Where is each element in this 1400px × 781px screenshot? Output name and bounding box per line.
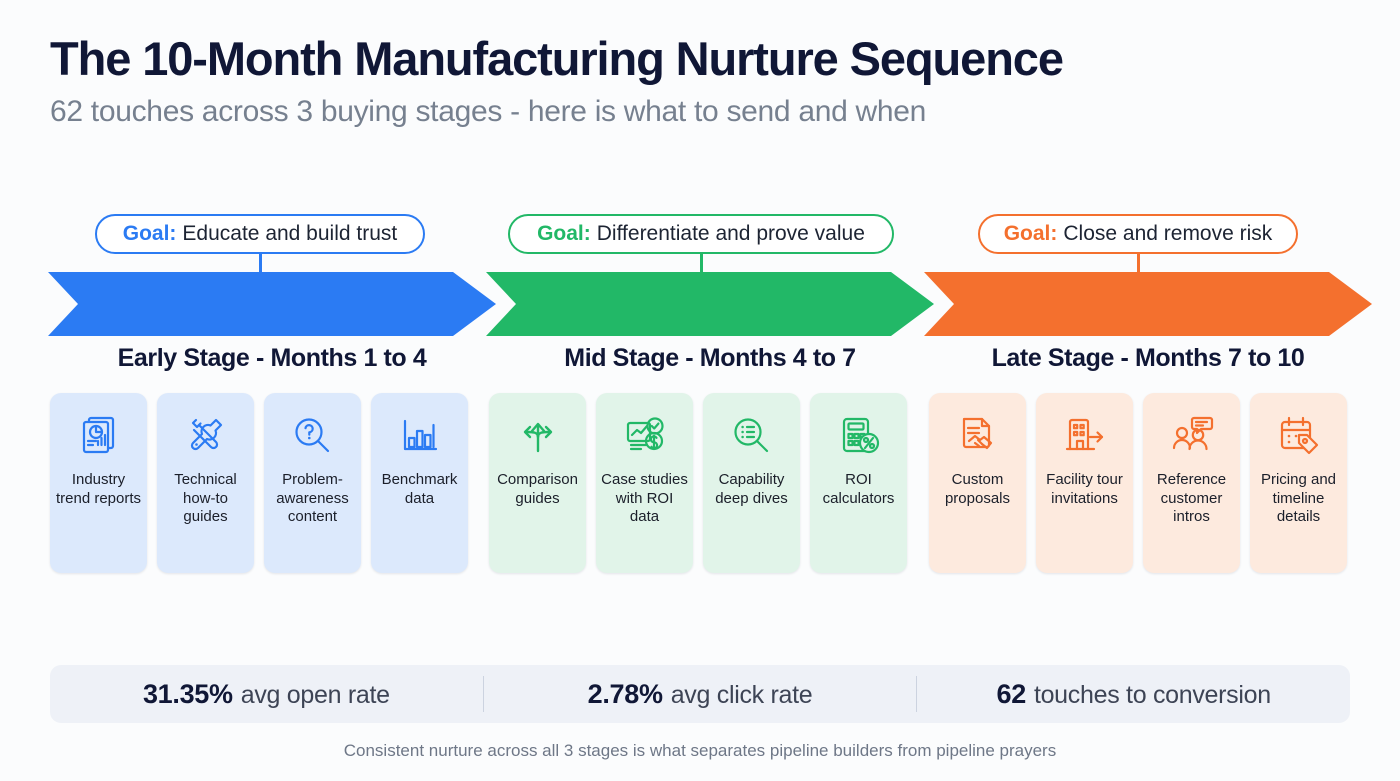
- card-label: Case studies with ROI data: [601, 471, 688, 525]
- connector-early: [259, 252, 262, 278]
- page-subtitle: 62 touches across 3 buying stages - here…: [50, 95, 927, 129]
- document-handshake-icon: [955, 413, 1001, 459]
- chart-check-dollar-icon: [622, 413, 668, 459]
- stat-value: 2.78%: [587, 678, 663, 709]
- content-card-technical-how-to-guides[interactable]: Technical how-to guides: [157, 393, 254, 573]
- stage-label-early: Early Stage - Months 1 to 4: [117, 344, 427, 372]
- building-arrow-icon: [1062, 413, 1108, 459]
- header: The 10-Month Manufacturing Nurture Seque…: [50, 32, 1064, 129]
- stage-label-mid: Mid Stage - Months 4 to 7: [564, 344, 856, 372]
- card-label: Pricing and timeline details: [1260, 471, 1337, 525]
- card-label: Technical how-to guides: [174, 471, 237, 525]
- goal-badge-early: Goal: Educate and build trust: [95, 214, 425, 254]
- content-card-reference-customer-intros[interactable]: Reference customer intros: [1143, 393, 1240, 573]
- card-label: Reference customer intros: [1156, 471, 1227, 525]
- list-magnifier-icon: [729, 413, 775, 459]
- goal-badge-late: Goal: Close and remove risk: [978, 214, 1298, 254]
- content-card-capability-deep-dives[interactable]: Capability deep dives: [703, 393, 800, 573]
- content-card-industry-trend-reports[interactable]: Industry trend reports: [50, 393, 147, 573]
- document-pie-chart-icon: [76, 413, 122, 459]
- goal-text-early: Educate and build trust: [182, 222, 398, 245]
- calendar-tag-icon: [1276, 413, 1322, 459]
- goal-label-early: Goal:: [122, 222, 177, 245]
- connector-late: [1137, 252, 1140, 278]
- content-card-case-studies-with-roi-data[interactable]: Case studies with ROI data: [596, 393, 693, 573]
- stat-label: avg click rate: [670, 680, 813, 709]
- stat-label: avg open rate: [240, 680, 390, 709]
- stat-value: 31.35%: [142, 678, 233, 709]
- stats-divider-1: [482, 676, 484, 712]
- card-label: Problem-awareness content: [276, 471, 349, 525]
- goal-label-late: Goal:: [1003, 222, 1058, 245]
- stats-divider-2: [916, 676, 918, 712]
- card-label: ROI calculators: [822, 471, 895, 507]
- content-card-comparison-guides[interactable]: Comparison guides: [489, 393, 586, 573]
- stage-arrow-late: [924, 270, 1372, 338]
- card-label: Custom proposals: [944, 471, 1011, 507]
- stage-arrow-mid: [486, 270, 934, 338]
- footnote: Consistent nurture across all 3 stages i…: [343, 741, 1057, 760]
- goal-badge-mid: Goal: Differentiate and prove value: [508, 214, 894, 254]
- content-card-roi-calculators[interactable]: ROI calculators: [810, 393, 907, 573]
- card-label: Facility tour invitations: [1046, 471, 1123, 507]
- stage-label-late: Late Stage - Months 7 to 10: [991, 344, 1305, 372]
- content-card-problem-awareness-content[interactable]: Problem-awareness content: [264, 393, 361, 573]
- tools-wrench-screwdriver-icon: [183, 413, 229, 459]
- content-card-custom-proposals[interactable]: Custom proposals: [929, 393, 1026, 573]
- card-label: Comparison guides: [497, 471, 578, 507]
- goal-text-late: Close and remove risk: [1063, 222, 1273, 245]
- three-way-arrows-icon: [515, 413, 561, 459]
- card-label: Capability deep dives: [715, 471, 788, 507]
- bar-chart-icon: [397, 413, 443, 459]
- card-label: Industry trend reports: [55, 471, 142, 507]
- stage-arrow-band: [0, 270, 1400, 338]
- content-card-pricing-and-timeline-details[interactable]: Pricing and timeline details: [1250, 393, 1347, 573]
- content-card-facility-tour-invitations[interactable]: Facility tour invitations: [1036, 393, 1133, 573]
- card-label: Benchmark data: [381, 471, 458, 507]
- question-magnifier-icon: [290, 413, 336, 459]
- stats-bar: 31.35% avg open rate 2.78% avg click rat…: [50, 665, 1350, 723]
- stat-touches: 62 touches to conversion: [917, 679, 1350, 710]
- stat-click-rate: 2.78% avg click rate: [484, 679, 917, 710]
- stage-arrow-early: [48, 270, 496, 338]
- goal-label-mid: Goal:: [537, 222, 591, 245]
- page-title: The 10-Month Manufacturing Nurture Seque…: [50, 32, 1064, 85]
- people-speech-bubble-icon: [1169, 413, 1215, 459]
- content-card-benchmark-data[interactable]: Benchmark data: [371, 393, 468, 573]
- goal-text-mid: Differentiate and prove value: [596, 222, 865, 245]
- calculator-percent-icon: [836, 413, 882, 459]
- stat-label: touches to conversion: [1033, 680, 1271, 709]
- stat-value: 62: [996, 678, 1027, 709]
- connector-mid: [700, 252, 703, 278]
- stat-open-rate: 31.35% avg open rate: [50, 679, 483, 710]
